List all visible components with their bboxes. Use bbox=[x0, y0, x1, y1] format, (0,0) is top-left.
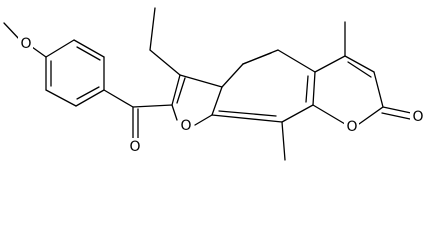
methoxy-oxygen-atom: O bbox=[18, 35, 33, 52]
bond-lines bbox=[3, 7, 412, 161]
carbonyl-oxygen-label: O bbox=[129, 139, 140, 155]
lactone-carbonyl-oxygen-atom: O bbox=[410, 108, 425, 125]
pyranone-ring-oxygen-atom: O bbox=[344, 118, 359, 135]
atom-labels: O O O O O bbox=[18, 35, 425, 155]
methoxy-oxygen-label: O bbox=[20, 36, 31, 52]
lactone-carbonyl-oxygen-label: O bbox=[412, 109, 423, 125]
carbonyl-oxygen-atom: O bbox=[128, 138, 143, 155]
furan-oxygen-atom: O bbox=[179, 117, 194, 134]
pyranone-ring-oxygen-label: O bbox=[346, 119, 357, 135]
chemical-structure-diagram: O O O O O bbox=[3, 7, 425, 161]
furan-oxygen-label: O bbox=[180, 118, 191, 134]
